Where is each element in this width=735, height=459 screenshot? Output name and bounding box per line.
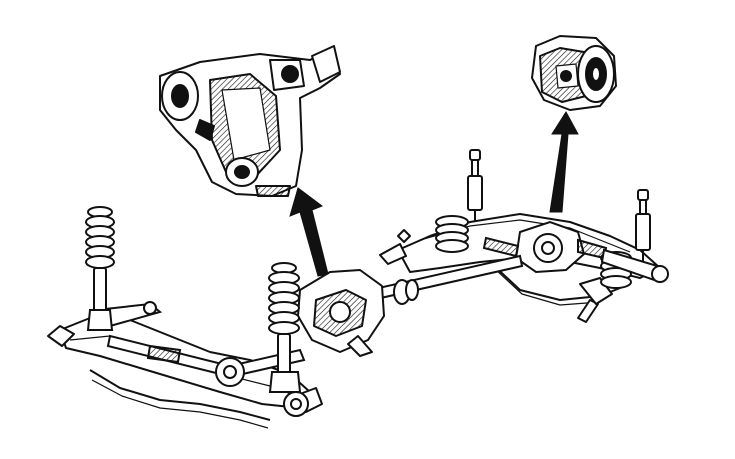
- callout-arrow-differential: [549, 111, 579, 213]
- callout-arrow-transfer-case: [289, 187, 329, 277]
- transfer-case-detail: [159, 45, 341, 197]
- front-hub-right: [283, 391, 309, 417]
- rear-differential: [482, 220, 669, 284]
- rear-shock-left: [467, 149, 483, 222]
- transfer-case: [297, 269, 385, 357]
- rear-differential-detail: [531, 35, 617, 111]
- rear-spring-left: [435, 215, 469, 253]
- front-coilover-right: [268, 262, 302, 393]
- front-axle-shaft: [106, 334, 306, 387]
- rear-shock-right: [635, 189, 651, 262]
- front-coilover-left: [85, 206, 115, 331]
